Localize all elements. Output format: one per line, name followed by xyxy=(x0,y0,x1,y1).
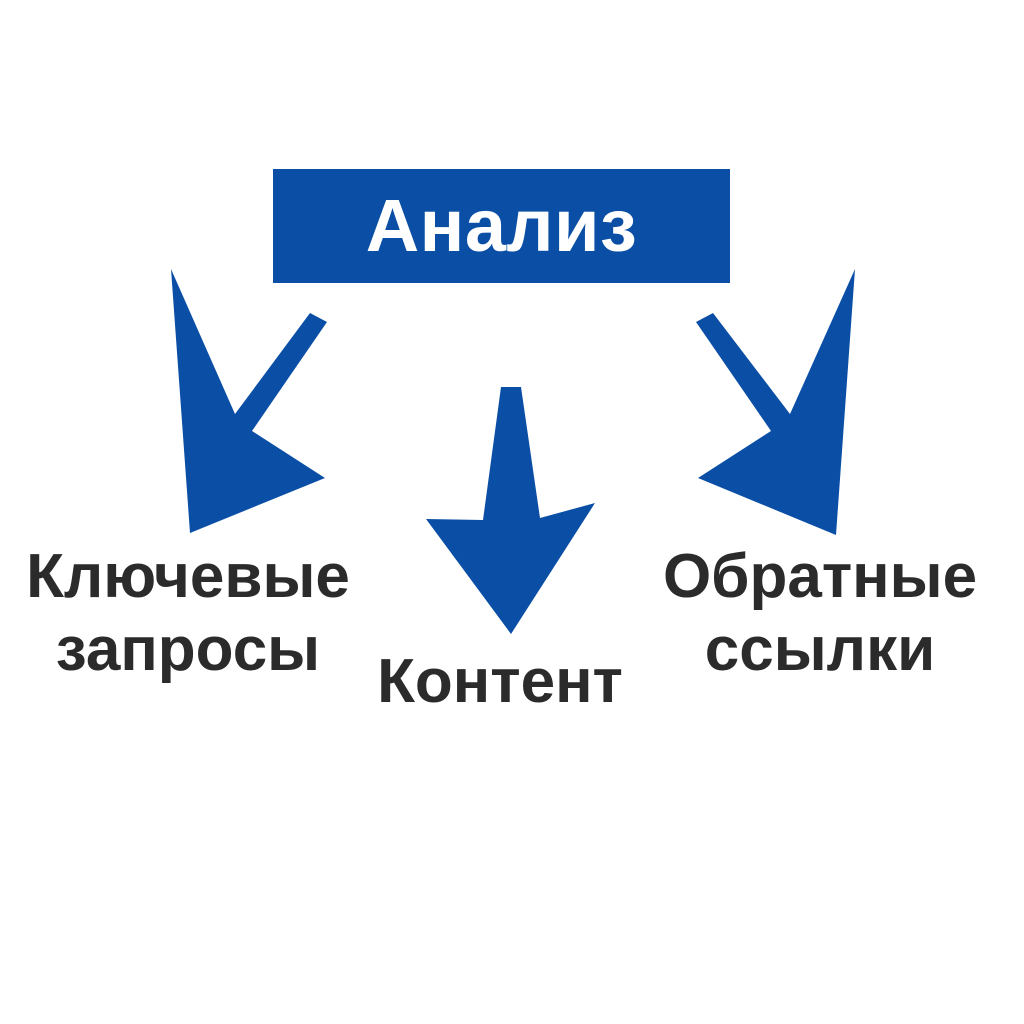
arrow-down-icon xyxy=(426,387,595,634)
arrow-down-right-icon xyxy=(696,269,855,535)
branch-label-keywords: Ключевые запросы xyxy=(26,542,350,685)
root-node-label: Анализ xyxy=(365,184,638,267)
branch-label-content: Контент xyxy=(377,647,623,716)
branch-label-backlinks: Обратные ссылки xyxy=(662,542,978,685)
arrow-down-left-icon xyxy=(171,269,327,533)
root-node-analysis[interactable]: Анализ xyxy=(273,169,730,283)
